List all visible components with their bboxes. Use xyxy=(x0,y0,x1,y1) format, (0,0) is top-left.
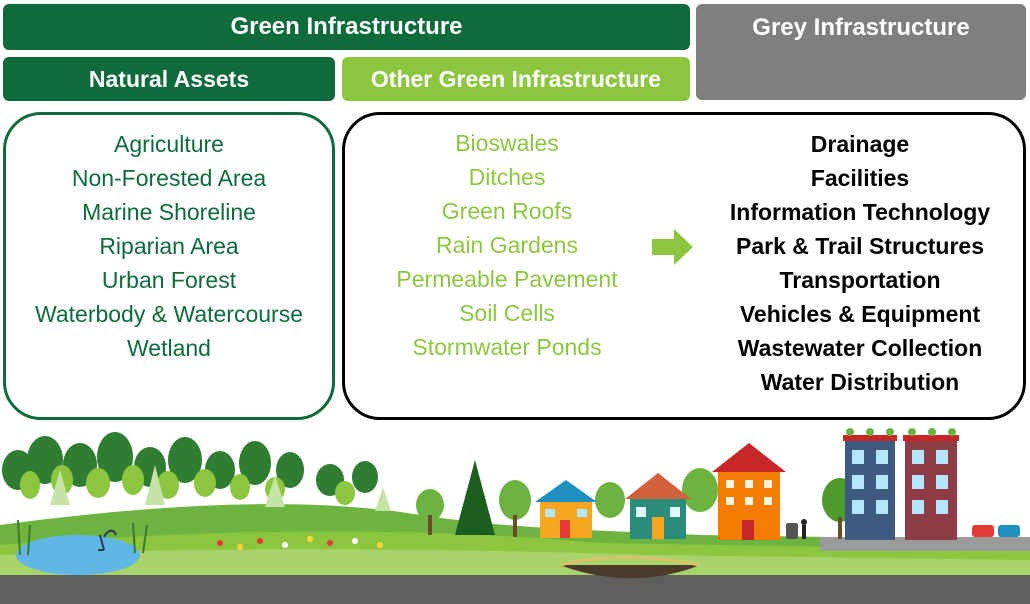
natural-asset-item: Marine Shoreline xyxy=(82,199,256,225)
grey-item: Wastewater Collection xyxy=(737,335,983,361)
natural-asset-item: Wetland xyxy=(127,335,211,361)
natural-asset-item: Urban Forest xyxy=(101,267,237,293)
natural-asset-item: Riparian Area xyxy=(99,233,239,259)
other-green-infrastructure-header: Other Green Infrastructure xyxy=(342,57,690,101)
natural-assets-list: Agriculture Non-Forested Area Marine Sho… xyxy=(3,127,335,365)
other-and-grey-panel xyxy=(342,112,1026,420)
natural-asset-item: Agriculture xyxy=(114,131,224,157)
other-green-item: Rain Gardens xyxy=(436,232,578,258)
other-green-item: Ditches xyxy=(468,164,546,190)
other-green-item: Stormwater Ponds xyxy=(412,334,602,360)
other-green-item: Green Roofs xyxy=(441,198,573,224)
other-green-item: Soil Cells xyxy=(459,300,555,326)
grey-item: Vehicles & Equipment xyxy=(739,301,981,327)
grey-item: Facilities xyxy=(810,165,910,191)
right-arrow-icon xyxy=(652,229,693,265)
other-green-list: Bioswales Ditches Green Roofs Rain Garde… xyxy=(362,126,652,364)
natural-asset-item: Non-Forested Area xyxy=(71,165,267,191)
green-infrastructure-header: Green Infrastructure xyxy=(3,4,690,50)
grey-item: Drainage xyxy=(810,131,910,157)
grey-infrastructure-header: Grey Infrastructure xyxy=(696,4,1026,100)
natural-asset-item: Waterbody & Watercourse xyxy=(34,301,303,327)
other-green-item: Bioswales xyxy=(455,130,559,156)
grey-item: Transportation xyxy=(779,267,941,293)
natural-assets-panel xyxy=(3,112,335,420)
grey-item: Water Distribution xyxy=(760,369,960,395)
other-green-item: Permeable Pavement xyxy=(396,266,618,292)
grey-item: Park & Trail Structures xyxy=(736,233,984,259)
grey-item: Information Technology xyxy=(729,199,991,225)
natural-assets-header: Natural Assets xyxy=(3,57,335,101)
landscape-illustration xyxy=(0,428,1030,604)
grey-infrastructure-list: Drainage Facilities Information Technolo… xyxy=(700,127,1020,399)
